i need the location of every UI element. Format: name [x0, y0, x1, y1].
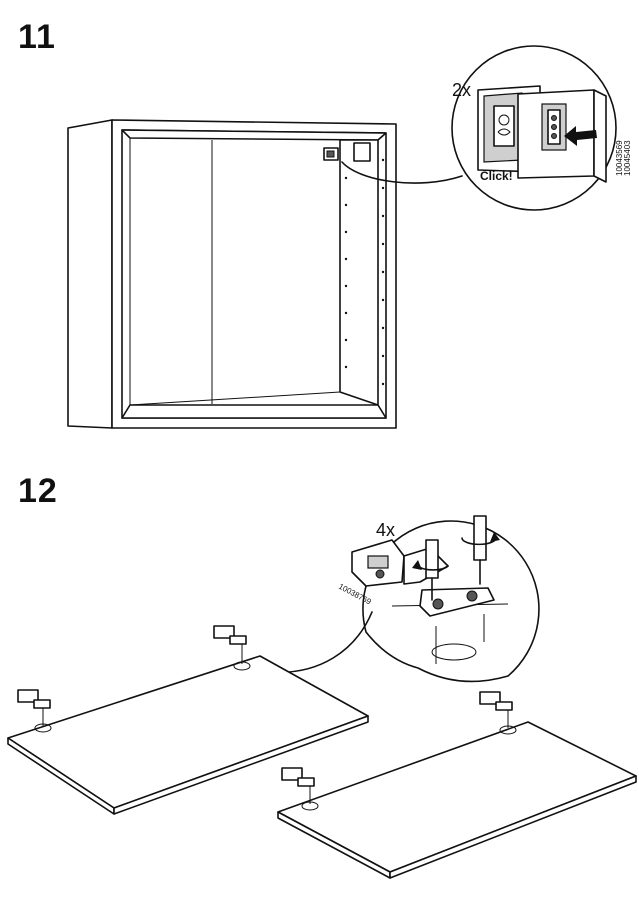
detail-callout-11: 2x Click!	[451, 45, 617, 211]
bracket-click-icon	[477, 85, 607, 183]
part-number-10045403: 10045403	[623, 140, 632, 176]
arrow-icon	[564, 126, 597, 146]
quantity-label-12: 4x	[376, 520, 395, 540]
hinge-icon	[281, 691, 517, 811]
detail-callout-12: 4x	[351, 515, 540, 683]
quantity-label-11: 2x	[452, 80, 471, 100]
hinge-icon	[17, 625, 251, 733]
rotation-arrow-icon	[412, 532, 500, 571]
door-panel-icon	[277, 691, 637, 879]
step-number-12: 12	[18, 472, 58, 510]
shelf-pin-icon	[344, 158, 385, 386]
click-label: Click!	[480, 169, 513, 183]
step-number-11: 11	[18, 18, 56, 56]
screwdriver-icon	[425, 515, 487, 601]
part-number-10043569: 10043569	[615, 140, 624, 176]
leader-line-12	[267, 611, 373, 674]
door-panel-icon	[7, 625, 369, 815]
cabinet-frame-icon	[67, 119, 463, 429]
